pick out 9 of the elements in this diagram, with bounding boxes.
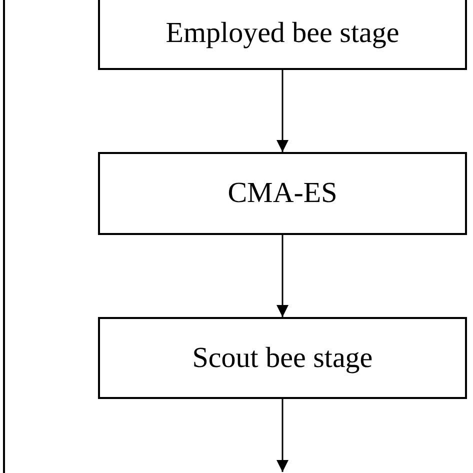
arrow xyxy=(276,399,288,472)
process-box xyxy=(98,152,467,235)
arrow xyxy=(276,70,288,152)
arrow xyxy=(276,235,288,317)
process-box xyxy=(98,317,467,399)
process-box xyxy=(98,0,467,70)
box-label: CMA-ES xyxy=(228,176,338,212)
box-label: Scout bee stage xyxy=(192,340,373,376)
box-label: Employed bee stage xyxy=(166,16,400,52)
